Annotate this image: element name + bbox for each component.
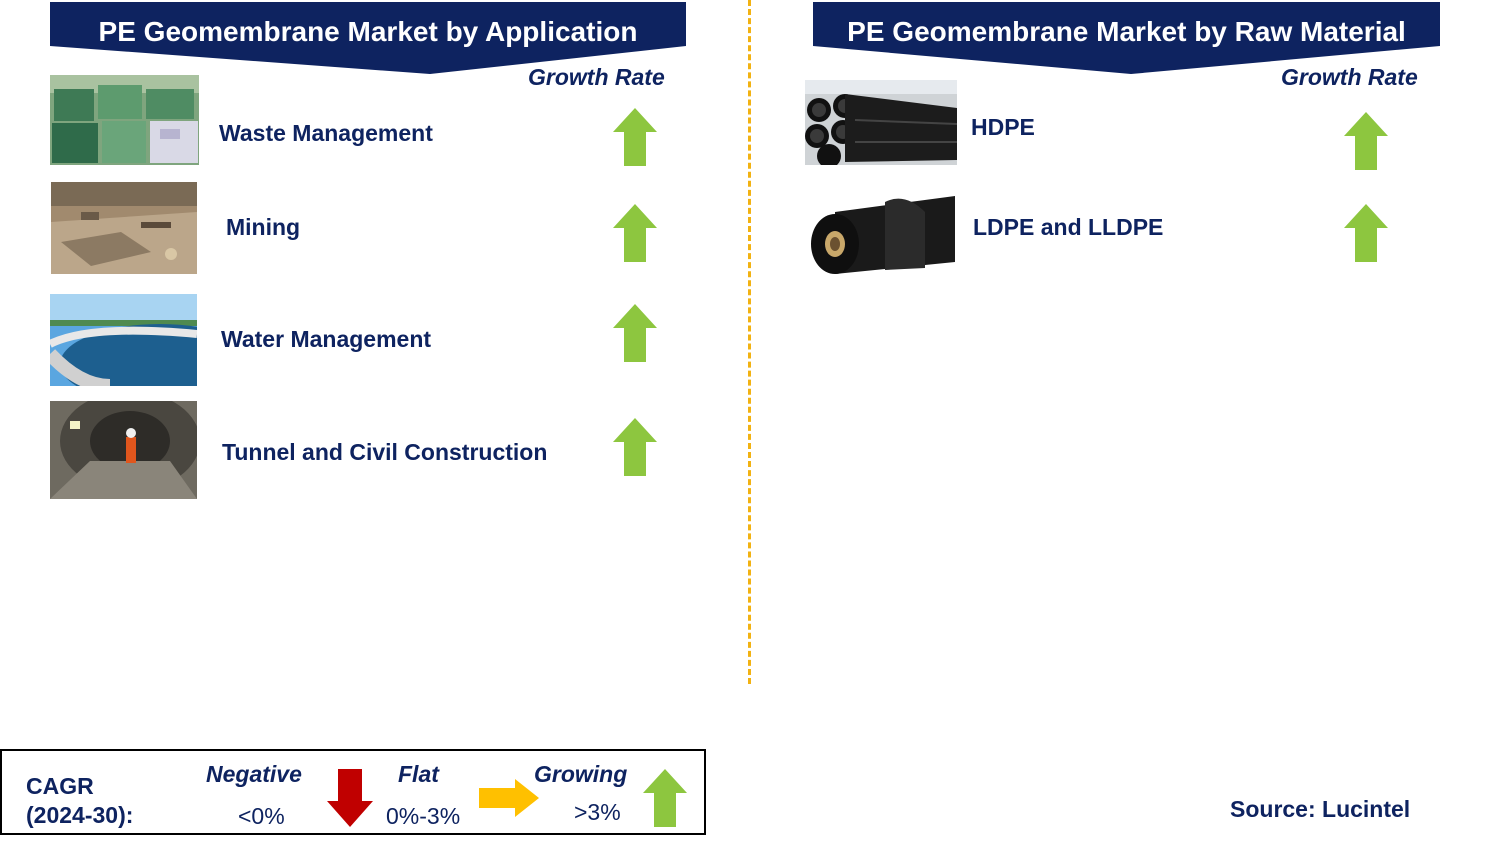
cagr-label-line2: (2024-30): — [26, 802, 134, 828]
ldpe-lldpe-image — [805, 182, 957, 274]
mining-label: Mining — [226, 214, 301, 240]
left-panel-title: PE Geomembrane Market by Application — [98, 16, 638, 47]
growing-up-arrow-icon — [643, 769, 687, 827]
right-growth-rate-header: Growth Rate — [1281, 64, 1418, 90]
legend-flat-label: Flat — [398, 761, 439, 787]
flat-right-arrow-icon — [479, 779, 539, 817]
legend-growing-range: >3% — [574, 799, 621, 825]
tunnel-construction-image — [50, 401, 197, 499]
hdpe-image — [805, 80, 957, 165]
legend-flat-range: 0%-3% — [386, 803, 461, 829]
right-panel-banner: PE Geomembrane Market by Raw Material — [813, 2, 1440, 74]
water-management-label: Water Management — [221, 326, 432, 352]
cagr-legend: CAGR (2024-30): Negative <0% Flat 0%-3% … — [0, 749, 706, 835]
banner-shape — [813, 2, 1440, 74]
tunnel-construction-label: Tunnel and Civil Construction — [222, 439, 548, 465]
negative-down-arrow-icon — [327, 769, 373, 827]
legend-growing-label: Growing — [534, 761, 628, 787]
waste-management-label: Waste Management — [219, 120, 433, 146]
ldpe-lldpe-label: LDPE and LLDPE — [973, 214, 1164, 240]
left-panel-banner: PE Geomembrane Market by Application — [50, 2, 686, 74]
hdpe-growth-arrow-icon — [1344, 112, 1388, 170]
banner-shape — [50, 2, 686, 74]
left-growth-rate-header: Growth Rate — [528, 64, 665, 90]
cagr-label-line1: CAGR — [26, 773, 94, 799]
legend-negative-range: <0% — [238, 803, 285, 829]
source-credit: Source: Lucintel — [1230, 796, 1411, 822]
hdpe-label: HDPE — [971, 114, 1035, 140]
panel-divider — [748, 0, 751, 684]
waste-management-growth-arrow-icon — [613, 108, 657, 166]
right-panel-title: PE Geomembrane Market by Raw Material — [847, 16, 1406, 47]
tunnel-construction-growth-arrow-icon — [613, 418, 657, 476]
mining-growth-arrow-icon — [613, 204, 657, 262]
legend-negative-label: Negative — [206, 761, 302, 787]
waste-management-image — [50, 75, 199, 165]
mining-image — [51, 182, 197, 274]
water-management-image — [50, 294, 197, 386]
water-management-growth-arrow-icon — [613, 304, 657, 362]
ldpe-lldpe-growth-arrow-icon — [1344, 204, 1388, 262]
